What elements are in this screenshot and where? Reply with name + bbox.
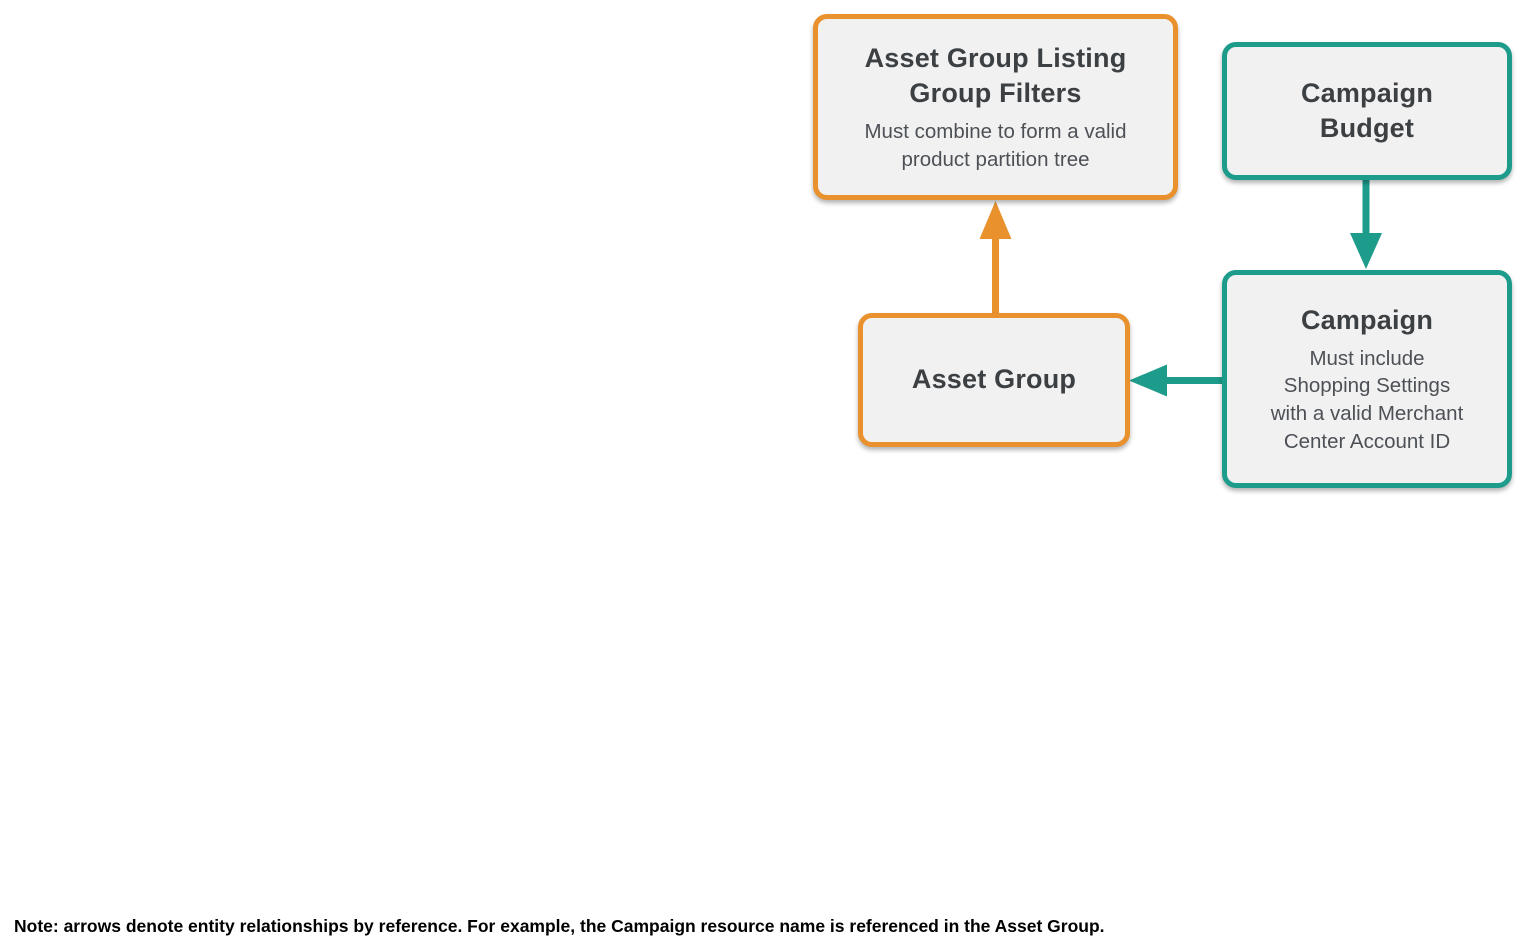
node-asset-group-listing-group-filters: Asset Group Listing Group Filters Must c… — [813, 14, 1178, 200]
node-campaign-budget: Campaign Budget — [1222, 42, 1512, 180]
node-asset-group: Asset Group — [858, 313, 1130, 447]
footnote: Note: arrows denote entity relationships… — [14, 916, 1105, 936]
arrow-campaign-budget-to-campaign — [1350, 177, 1382, 269]
node-subtitle: Must include Shopping Settings with a va… — [1270, 346, 1464, 453]
arrow-asset-group-to-listing-filters — [979, 201, 1012, 316]
arrow-campaign-to-asset-group — [1129, 364, 1224, 397]
node-campaign: Campaign Must include Shopping Settings … — [1222, 270, 1512, 488]
node-subtitle: Must combine to form a valid product par… — [864, 119, 1127, 171]
node-title: Campaign — [1300, 304, 1434, 335]
arrow-head-up-icon — [979, 201, 1012, 239]
arrow-head-left-icon — [1129, 364, 1167, 397]
node-title: Asset Group Listing Group Filters — [864, 42, 1127, 108]
arrow-head-down-icon — [1350, 233, 1382, 269]
node-title: Asset Group — [911, 364, 1077, 395]
node-title: Campaign Budget — [1300, 77, 1434, 143]
